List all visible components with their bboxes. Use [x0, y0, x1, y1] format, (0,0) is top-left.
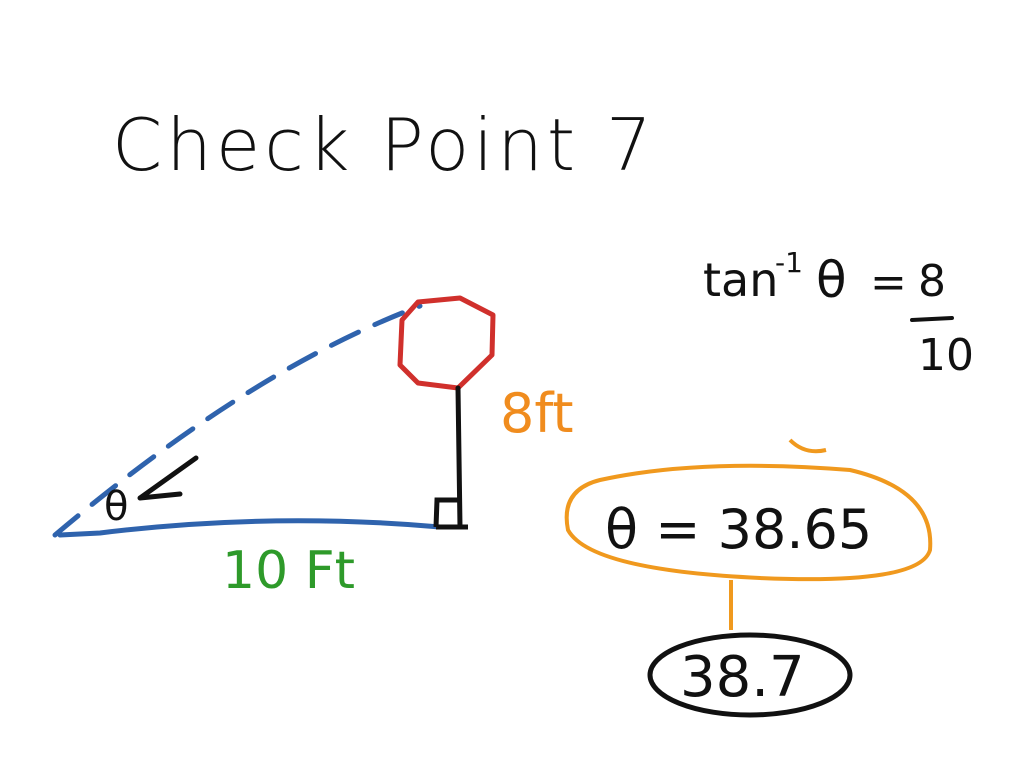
- result-oval: [564, 438, 933, 582]
- result-equation: θ = 38.65: [605, 498, 872, 561]
- formula-tan: tan: [703, 253, 778, 307]
- formula-exponent: -1: [775, 246, 803, 279]
- rounded-oval: [647, 632, 853, 718]
- angle-label: θ: [104, 484, 128, 530]
- base-line: [57, 518, 443, 538]
- formula: tan -1 θ = 8 10: [703, 246, 974, 381]
- hypotenuse-dashed: [52, 303, 423, 538]
- result: θ = 38.65 38.7: [564, 438, 933, 718]
- formula-numerator: 8: [918, 256, 946, 307]
- height-label: 8ft: [500, 382, 574, 445]
- right-angle-mark: [433, 497, 468, 530]
- formula-equals: =: [870, 257, 907, 308]
- formula-denominator: 10: [918, 330, 974, 381]
- fraction-bar: [910, 316, 954, 322]
- triangle-diagram: θ 8ft 10 Ft: [52, 295, 574, 601]
- formula-theta: θ: [816, 251, 847, 309]
- page-title: Check Point 7: [112, 103, 656, 187]
- base-label: 10 Ft: [222, 541, 355, 601]
- angle-arrow: [137, 455, 199, 501]
- stop-sign: [397, 295, 496, 391]
- sign-pole: [455, 385, 463, 530]
- rounded-result: 38.7: [680, 645, 805, 710]
